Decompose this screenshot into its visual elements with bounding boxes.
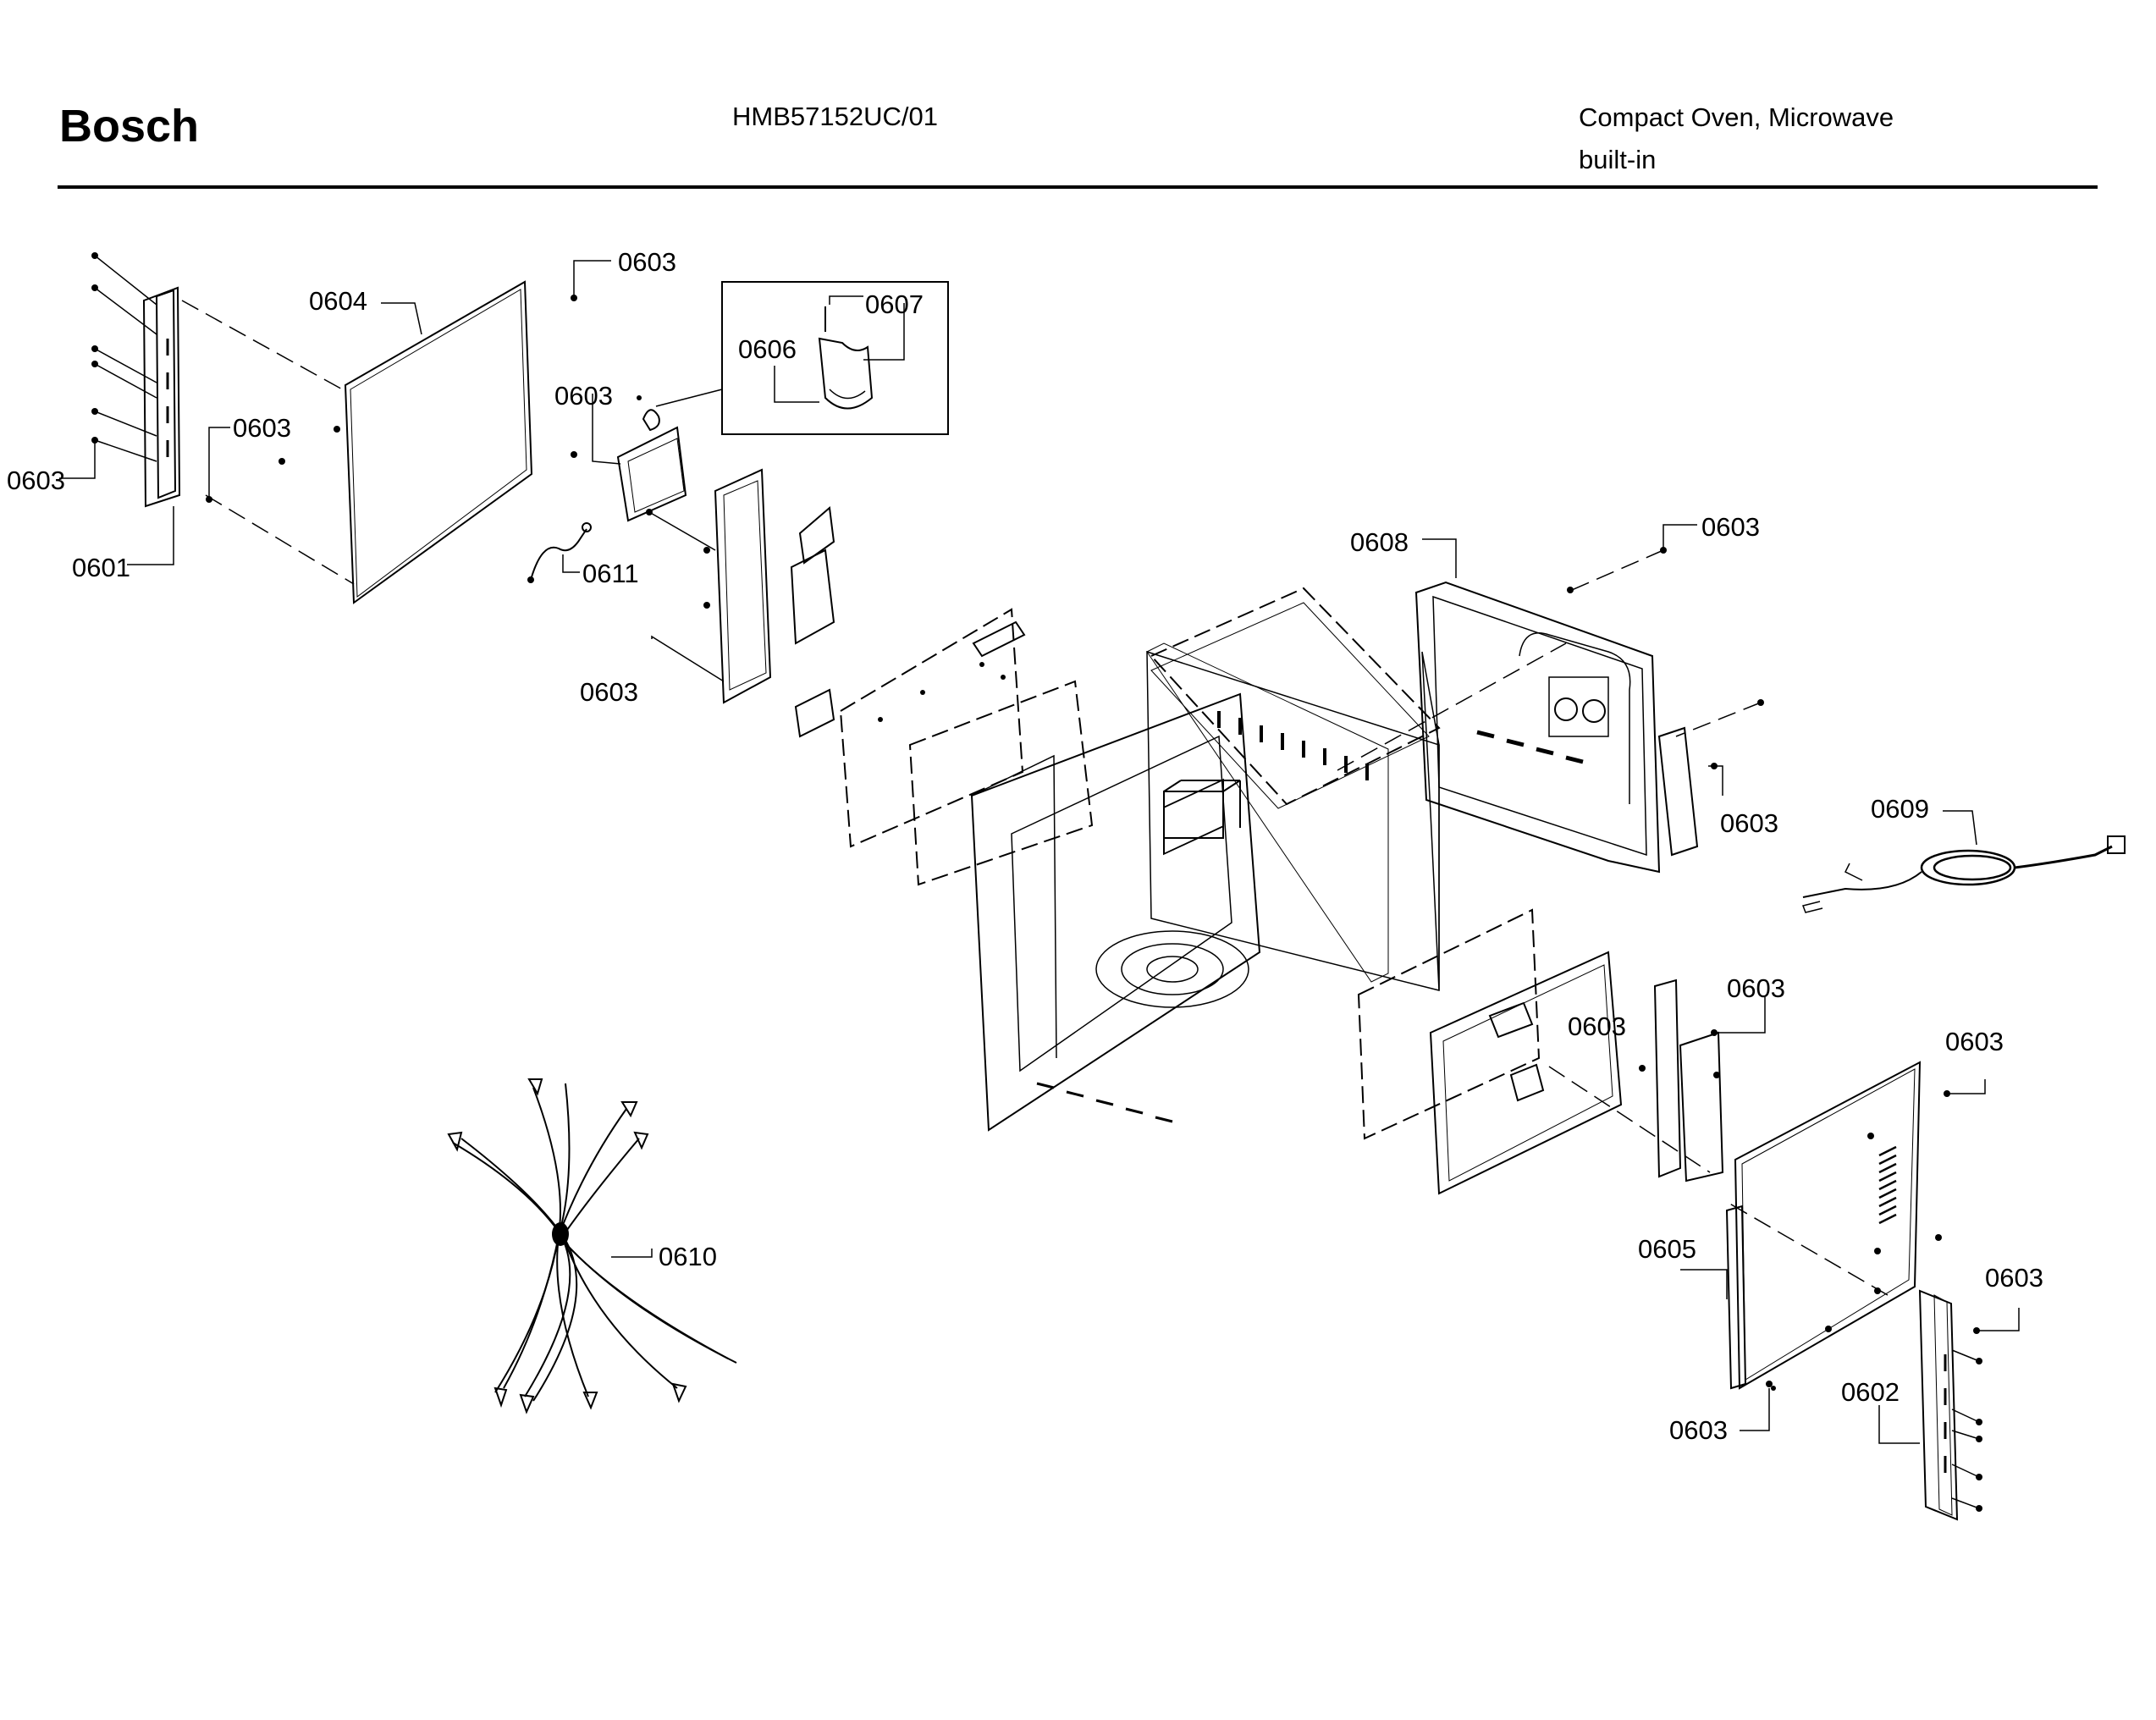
product-description: Compact Oven, Microwave built-in <box>1579 96 1894 181</box>
part-0606-0607-detail <box>655 281 949 435</box>
callout-0608: 0608 <box>1350 527 1409 557</box>
callout-0607: 0607 <box>865 289 924 319</box>
product-line-2: built-in <box>1579 145 1657 174</box>
part-control-panel <box>1357 908 1766 1195</box>
callout-0603: 0603 <box>618 247 676 277</box>
callout-0603: 0603 <box>1985 1263 2043 1293</box>
callout-0605: 0605 <box>1638 1234 1696 1264</box>
part-0605-right-panel <box>1548 1061 1986 1431</box>
callout-0602: 0602 <box>1841 1377 1900 1407</box>
product-line-1: Compact Oven, Microwave <box>1579 102 1894 132</box>
part-0602-right-bracket <box>1878 1289 2020 1521</box>
callout-0606: 0606 <box>738 334 797 364</box>
callout-0603: 0603 <box>1727 973 1785 1003</box>
callout-0603: 0603 <box>554 381 613 411</box>
callout-0609: 0609 <box>1871 794 1929 824</box>
callout-0603: 0603 <box>1701 512 1760 542</box>
callout-0604: 0604 <box>309 286 367 316</box>
part-0610-wire-harness <box>447 1078 737 1414</box>
callout-0603: 0603 <box>580 677 638 707</box>
callout-0603: 0603 <box>1669 1415 1728 1445</box>
callout-0603: 0603 <box>233 413 291 443</box>
callout-0611: 0611 <box>582 559 639 588</box>
callout-0603: 0603 <box>1568 1012 1626 1041</box>
callout-0603: 0603 <box>1945 1027 2004 1056</box>
callout-0603: 0603 <box>1720 808 1778 838</box>
callout-0603: 0603 <box>7 466 65 495</box>
callout-0610: 0610 <box>659 1242 717 1271</box>
part-0609-power-cord <box>1802 810 2126 913</box>
part-0604-left-panel <box>181 260 611 604</box>
part-front-bracket <box>646 468 835 738</box>
part-0601-left-bracket <box>59 252 181 565</box>
part-cover-plates <box>839 608 1094 886</box>
part-oven-cavity <box>970 587 1441 1132</box>
part-0611-wire <box>527 522 592 583</box>
part-0608-rear-housing <box>1337 524 1764 874</box>
brand-name: Bosch <box>59 101 200 152</box>
model-number: HMB57152UC/01 <box>732 102 938 131</box>
callout-0601: 0601 <box>72 553 130 582</box>
part-bracket-upper <box>592 394 687 522</box>
header-rule <box>58 185 2098 189</box>
